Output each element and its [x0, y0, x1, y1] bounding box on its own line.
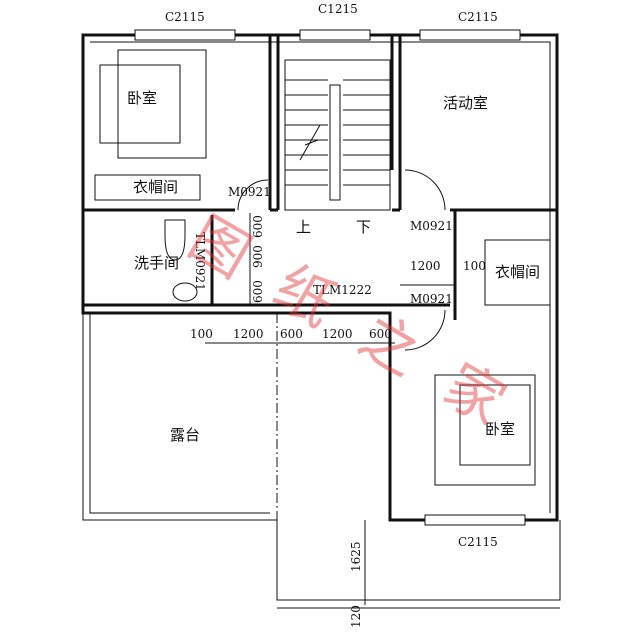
labels: C2115 C1215 C2115 C2115 卧室 衣帽间 活动室 洗手间 衣…	[127, 2, 540, 628]
door-m0921-1: M0921	[228, 185, 271, 199]
dim-b5: 600	[369, 327, 392, 341]
window-top-left: C2115	[165, 10, 205, 24]
door-tlm0921: TLM0921	[193, 232, 207, 291]
dim-terrace-depth: 1625	[349, 541, 363, 572]
dim-b3: 600	[280, 327, 303, 341]
room-bedroom-se: 卧室	[485, 420, 515, 438]
window-bottom-right: C2115	[458, 535, 498, 549]
stairs-down: 下	[356, 218, 371, 236]
dim-h-right2: 100	[463, 259, 486, 273]
stairs-up: 上	[296, 218, 311, 236]
furniture	[94, 49, 551, 486]
dim-v2: 900	[251, 245, 265, 268]
door-m0921-3: M0921	[410, 292, 453, 306]
dim-b1: 100	[190, 327, 213, 341]
window-top-right: C2115	[458, 10, 498, 24]
dim-b2: 1200	[233, 327, 264, 341]
room-terrace: 露台	[170, 426, 200, 444]
room-washroom: 洗手间	[134, 254, 179, 272]
room-closet-w: 衣帽间	[133, 178, 178, 196]
dim-h-right1: 1200	[410, 259, 441, 273]
room-activity: 活动室	[443, 94, 488, 112]
room-closet-e: 衣帽间	[495, 263, 540, 281]
door-tlm1222: TLM1222	[313, 283, 372, 297]
dimension-lines	[205, 213, 455, 605]
dim-v3: 600	[251, 280, 265, 303]
dim-parapet: 120	[349, 605, 363, 628]
dim-b4: 1200	[322, 327, 353, 341]
walls	[81, 29, 561, 609]
window-top-mid: C1215	[318, 2, 358, 16]
dim-v1: 600	[251, 215, 265, 238]
room-bedroom-nw: 卧室	[127, 89, 157, 107]
stairs	[284, 59, 391, 211]
door-m0921-2: M0921	[410, 219, 453, 233]
